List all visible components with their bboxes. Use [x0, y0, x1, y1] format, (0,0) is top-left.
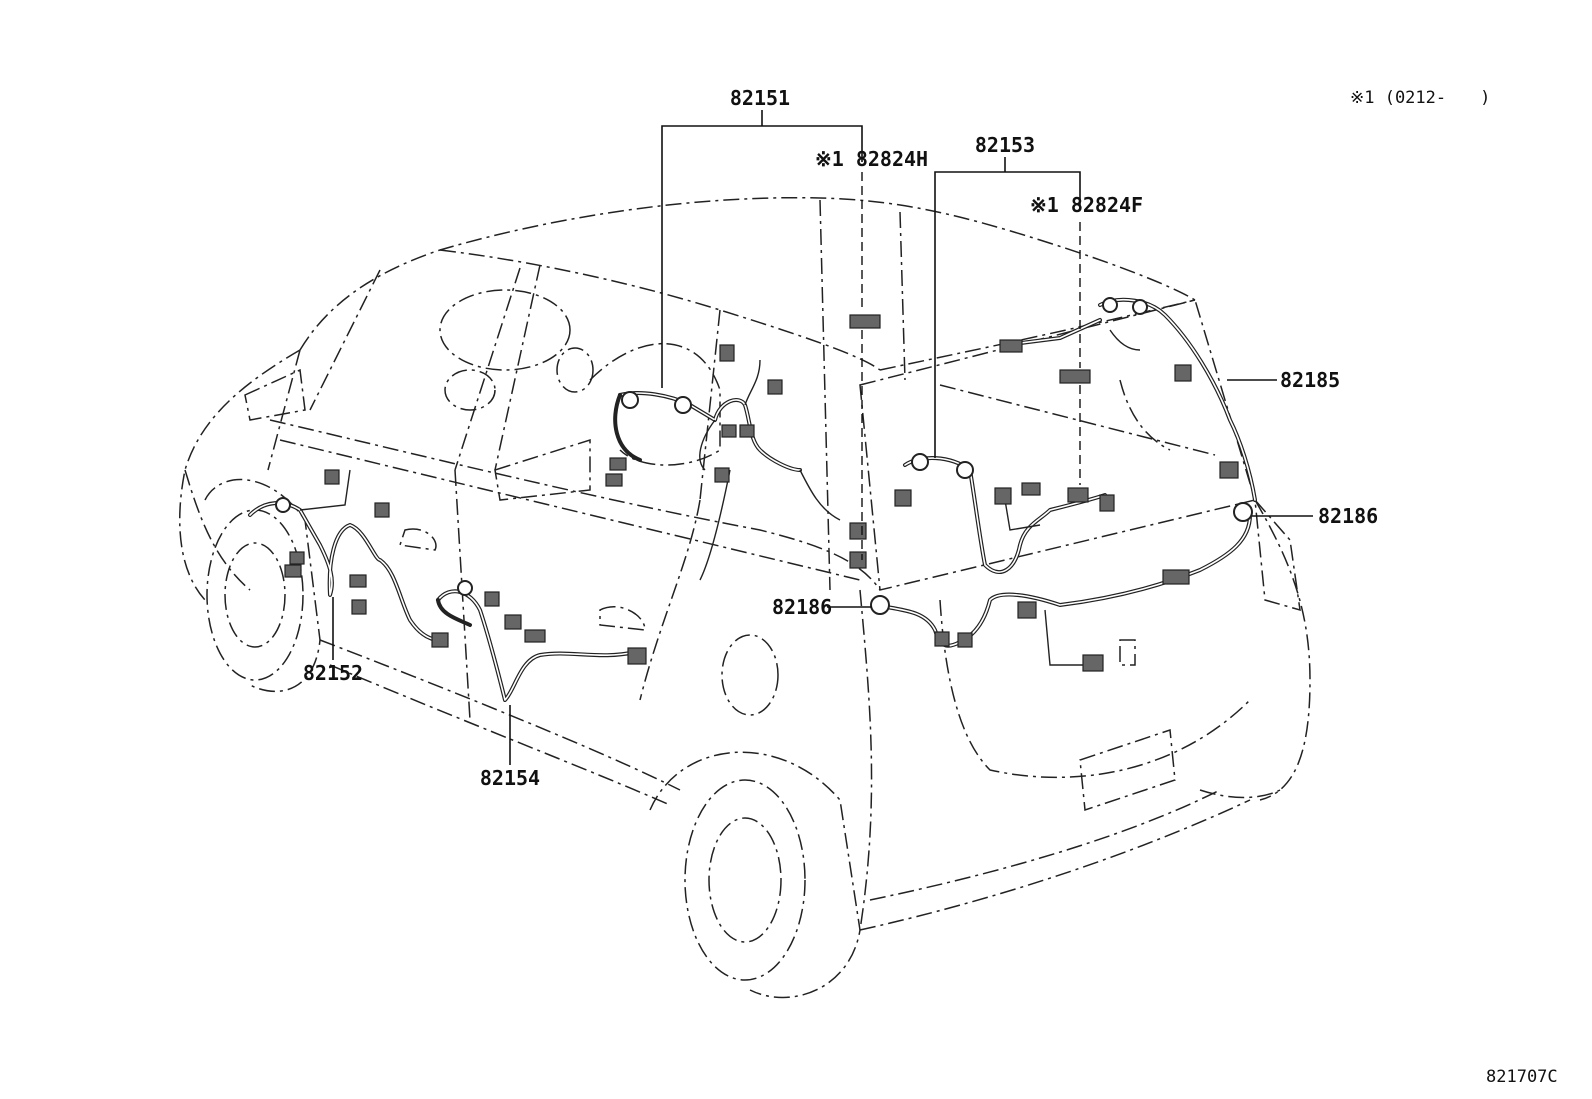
applicability-note: ※1 (0212- ): [1350, 88, 1490, 108]
bracket-82824F: [1059, 369, 1091, 384]
part-label-82152: 82152: [303, 661, 363, 685]
car-body-outline: [178, 196, 1311, 999]
part-label-82185: 82185: [1280, 368, 1340, 392]
harness-82186: [870, 502, 1253, 672]
part-label-82154: 82154: [480, 766, 540, 790]
bracket-82824H: [849, 314, 881, 329]
diagram-code: 821707C: [1486, 1067, 1558, 1087]
part-label-82824F: ※1 82824F: [1030, 193, 1143, 217]
harness-82153: [894, 453, 1115, 575]
part-label-82151: 82151: [730, 86, 790, 110]
harness-82185: [999, 297, 1257, 502]
harness-82152: [248, 469, 449, 648]
part-label-82186-right: 82186: [1318, 504, 1378, 528]
part-label-82186-center: 82186: [772, 595, 832, 619]
part-label-82153: 82153: [975, 133, 1035, 157]
harness-82154: [436, 580, 647, 702]
part-label-82824H: ※1 82824H: [815, 147, 928, 171]
leader-lines: [332, 110, 1313, 765]
